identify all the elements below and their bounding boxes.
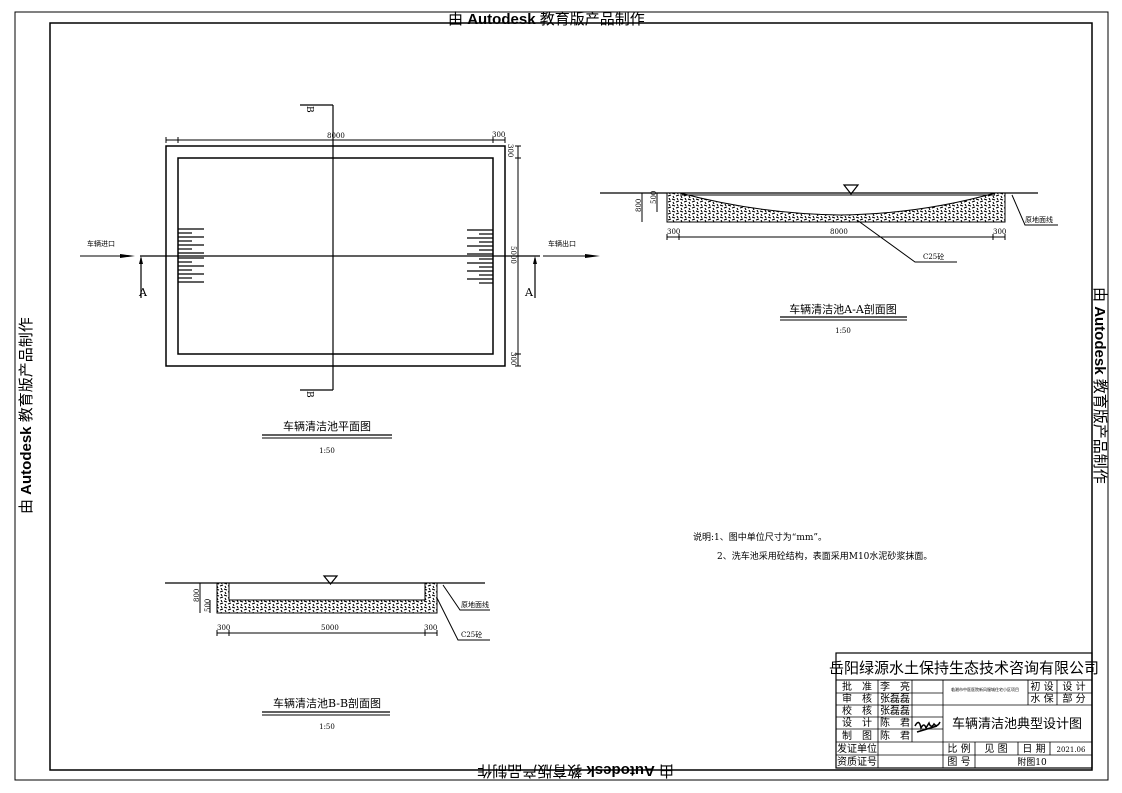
bb-dim-total-depth: 800: [193, 589, 201, 602]
aa-dim-depth: 500: [650, 191, 658, 204]
bb-dim-right: 300: [424, 624, 437, 632]
role-approve: 批 准: [842, 680, 872, 693]
dim-width: 5000: [509, 246, 517, 264]
exit-arrow-icon: [585, 254, 600, 258]
plan-title: 车辆清洁池平面图: [283, 419, 371, 433]
date-value: 2021.06: [1057, 746, 1086, 754]
drawing-no-value: 附图10: [1017, 756, 1047, 768]
svg-text:由 Autodesk 教育版产品制作: 由 Autodesk 教育版产品制作: [18, 317, 35, 514]
section-aa-scale: 1:50: [835, 327, 851, 335]
dim-wall-right-top: 300: [506, 144, 514, 157]
watermark-bottom: 由 Autodesk 教育版产品制作: [477, 762, 674, 779]
role-design: 设 计: [842, 716, 872, 729]
watermark-left: 由 Autodesk 教育版产品制作: [18, 317, 35, 514]
name-check: 张磊磊: [880, 705, 910, 717]
section-bb: 800 500 300 5000 300 原地面线 C25砼 车辆清洁池B-B剖…: [165, 575, 490, 731]
section-aa: 800 500 300 8000 300 C25砼 原地面线 车辆清洁池A-A剖…: [600, 184, 1058, 335]
date-label: 日 期: [1022, 743, 1045, 755]
section-b-top-label: B: [304, 106, 314, 113]
aa-dim-left: 300: [667, 228, 680, 236]
part-value: 部 分: [1062, 692, 1085, 705]
inner-frame: [49, 22, 1093, 771]
dim-wall-right-bottom: 300: [509, 352, 517, 365]
scale-label: 比 例: [947, 742, 970, 755]
aa-dim-middle: 8000: [830, 228, 848, 236]
cert-no-label: 资质证号: [837, 756, 877, 768]
entry-arrow-icon: [120, 254, 135, 258]
section-a-left-label: A: [138, 286, 148, 299]
bb-material-label: C25砼: [461, 630, 482, 639]
part-label: 水 保: [1030, 692, 1053, 705]
svg-text:由 Autodesk 教育版产品制作: 由 Autodesk 教育版产品制作: [477, 762, 674, 779]
section-b-bottom-label: B: [304, 391, 314, 398]
bb-dim-depth: 500: [204, 599, 212, 612]
drawing-title: 车辆清洁池典型设计图: [952, 716, 1082, 732]
title-block: 岳阳绿源水土保持生态技术咨询有限公司 批 准 李 亮 审 核 张磊磊 校 核 张…: [829, 652, 1099, 769]
watermark-right: 由 Autodesk 教育版产品制作: [1091, 287, 1108, 484]
concrete-body: [666, 192, 1006, 223]
stage-label: 初 设: [1030, 680, 1053, 693]
stage-value: 设 计: [1062, 680, 1085, 693]
role-check: 校 核: [842, 704, 872, 717]
dim-length: 8000: [327, 132, 345, 140]
bb-dim-left: 300: [217, 624, 230, 632]
water-level-icon: [842, 184, 860, 195]
aa-ground-label: 原地面线: [1025, 215, 1053, 224]
concrete-body: [216, 582, 438, 614]
cert-unit-label: 发证单位: [837, 742, 877, 755]
aa-material-label: C25砼: [923, 252, 944, 261]
section-bb-scale: 1:50: [319, 723, 335, 731]
drawing-no-label: 图 号: [947, 756, 970, 768]
svg-text:由 Autodesk 教育版产品制作: 由 Autodesk 教育版产品制作: [1091, 287, 1108, 484]
section-bb-title: 车辆清洁池B-B剖面图: [273, 696, 381, 710]
aa-dim-total-depth: 800: [635, 199, 643, 212]
note-line-1: 说明:1、图中单位尺寸为“mm”。: [693, 531, 827, 543]
note-line-2: 2、洗车池采用砼结构，表面采用M10水泥砂浆抹面。: [717, 550, 932, 562]
entry-label: 车辆进口: [87, 239, 115, 248]
signature: [914, 721, 941, 733]
name-draw: 陈 君: [880, 729, 910, 742]
name-review: 张磊磊: [880, 693, 910, 705]
watermark-top: 由 Autodesk 教育版产品制作: [448, 11, 645, 28]
role-review: 审 核: [842, 692, 872, 705]
name-approve: 李 亮: [880, 680, 910, 693]
role-draw: 制 图: [842, 729, 872, 742]
plan-view: B B A A 车辆进口 车辆出口: [80, 104, 600, 455]
company-name: 岳阳绿源水土保持生态技术咨询有限公司: [829, 659, 1099, 677]
bb-dim-middle: 5000: [321, 624, 339, 632]
plan-scale: 1:50: [319, 447, 335, 455]
name-design: 陈 君: [880, 716, 910, 729]
bb-ground-label: 原地面线: [461, 600, 489, 609]
dim-wall-top: 300: [492, 131, 505, 139]
aa-dim-right: 300: [993, 228, 1006, 236]
exit-label: 车辆出口: [548, 239, 576, 248]
svg-text:由 Autodesk 教育版产品制作: 由 Autodesk 教育版产品制作: [448, 11, 645, 28]
water-level-icon: [322, 575, 339, 585]
project-name: 临湘市中医医院新风服城住宅小区项目: [951, 686, 1019, 692]
section-a-right-label: A: [524, 286, 534, 299]
section-aa-title: 车辆清洁池A-A剖面图: [789, 302, 897, 316]
outer-frame: [14, 11, 1109, 781]
scale-value: 见 图: [984, 743, 1007, 755]
